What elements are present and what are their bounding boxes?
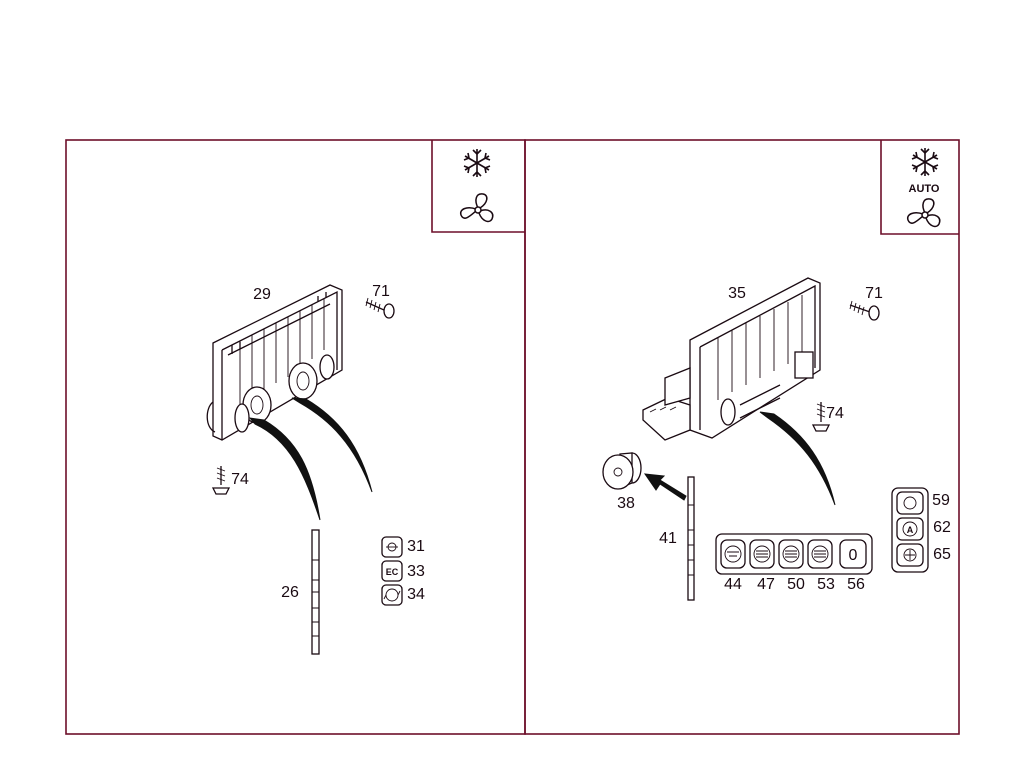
button-50 (778, 539, 804, 569)
callout-35: 35 (728, 285, 746, 302)
screw-74 (211, 466, 231, 495)
control-unit-29 (206, 284, 373, 521)
strip-26 (311, 529, 320, 655)
callout-56: 56 (847, 576, 865, 593)
button-62: A (896, 517, 924, 541)
button-block-44-56: 0 (715, 533, 873, 575)
callout-44: 44 (724, 576, 742, 593)
fan-icon (459, 193, 494, 223)
left-panel: EC 29 71 74 26 31 33 34 (65, 139, 526, 735)
callout-53: 53 (817, 576, 835, 593)
right-symbol-box: AUTO (880, 140, 959, 235)
callout-65: 65 (933, 546, 951, 563)
auto-label: AUTO (909, 183, 940, 195)
callout-29: 29 (253, 286, 271, 303)
callout-62: 62 (933, 519, 951, 536)
callout-50: 50 (787, 576, 805, 593)
fan-icon (906, 198, 941, 228)
callout-33: 33 (407, 563, 425, 580)
callout-38: 38 (617, 495, 635, 512)
callout-26: 26 (281, 584, 299, 601)
screw-71 (849, 300, 880, 321)
callout-34: 34 (407, 586, 425, 603)
button-56: 0 (839, 539, 867, 569)
callout-41: 41 (659, 530, 677, 547)
snowflake-icon (463, 148, 491, 178)
screw-74 (811, 402, 831, 432)
callout-71-right: 71 (865, 285, 883, 302)
callout-59: 59 (932, 492, 950, 509)
button-block-59-65: A (891, 487, 929, 573)
knob-38 (602, 452, 642, 490)
button-56-label: 0 (849, 547, 858, 564)
button-53 (807, 539, 833, 569)
button-33: EC (381, 560, 403, 582)
callout-31: 31 (407, 538, 425, 555)
right-panel: AUTO (524, 139, 960, 735)
right-panel-frame (524, 139, 960, 735)
button-65 (896, 543, 924, 567)
screw-71 (365, 297, 395, 319)
button-59 (896, 491, 924, 515)
button-31 (381, 536, 403, 558)
callout-71-left: 71 (372, 283, 390, 300)
button-33-label: EC (386, 567, 399, 577)
button-44 (720, 539, 746, 569)
button-62-label: A (907, 525, 914, 535)
button-34 (381, 584, 403, 606)
button-47 (749, 539, 775, 569)
callout-74-left: 74 (231, 471, 249, 488)
left-symbol-box (431, 140, 525, 233)
snowflake-icon (911, 147, 939, 177)
callout-74-right: 74 (826, 405, 844, 422)
control-unit-35 (642, 277, 836, 506)
strip-41 (687, 476, 695, 601)
callout-47: 47 (757, 576, 775, 593)
left-panel-frame (65, 139, 526, 735)
